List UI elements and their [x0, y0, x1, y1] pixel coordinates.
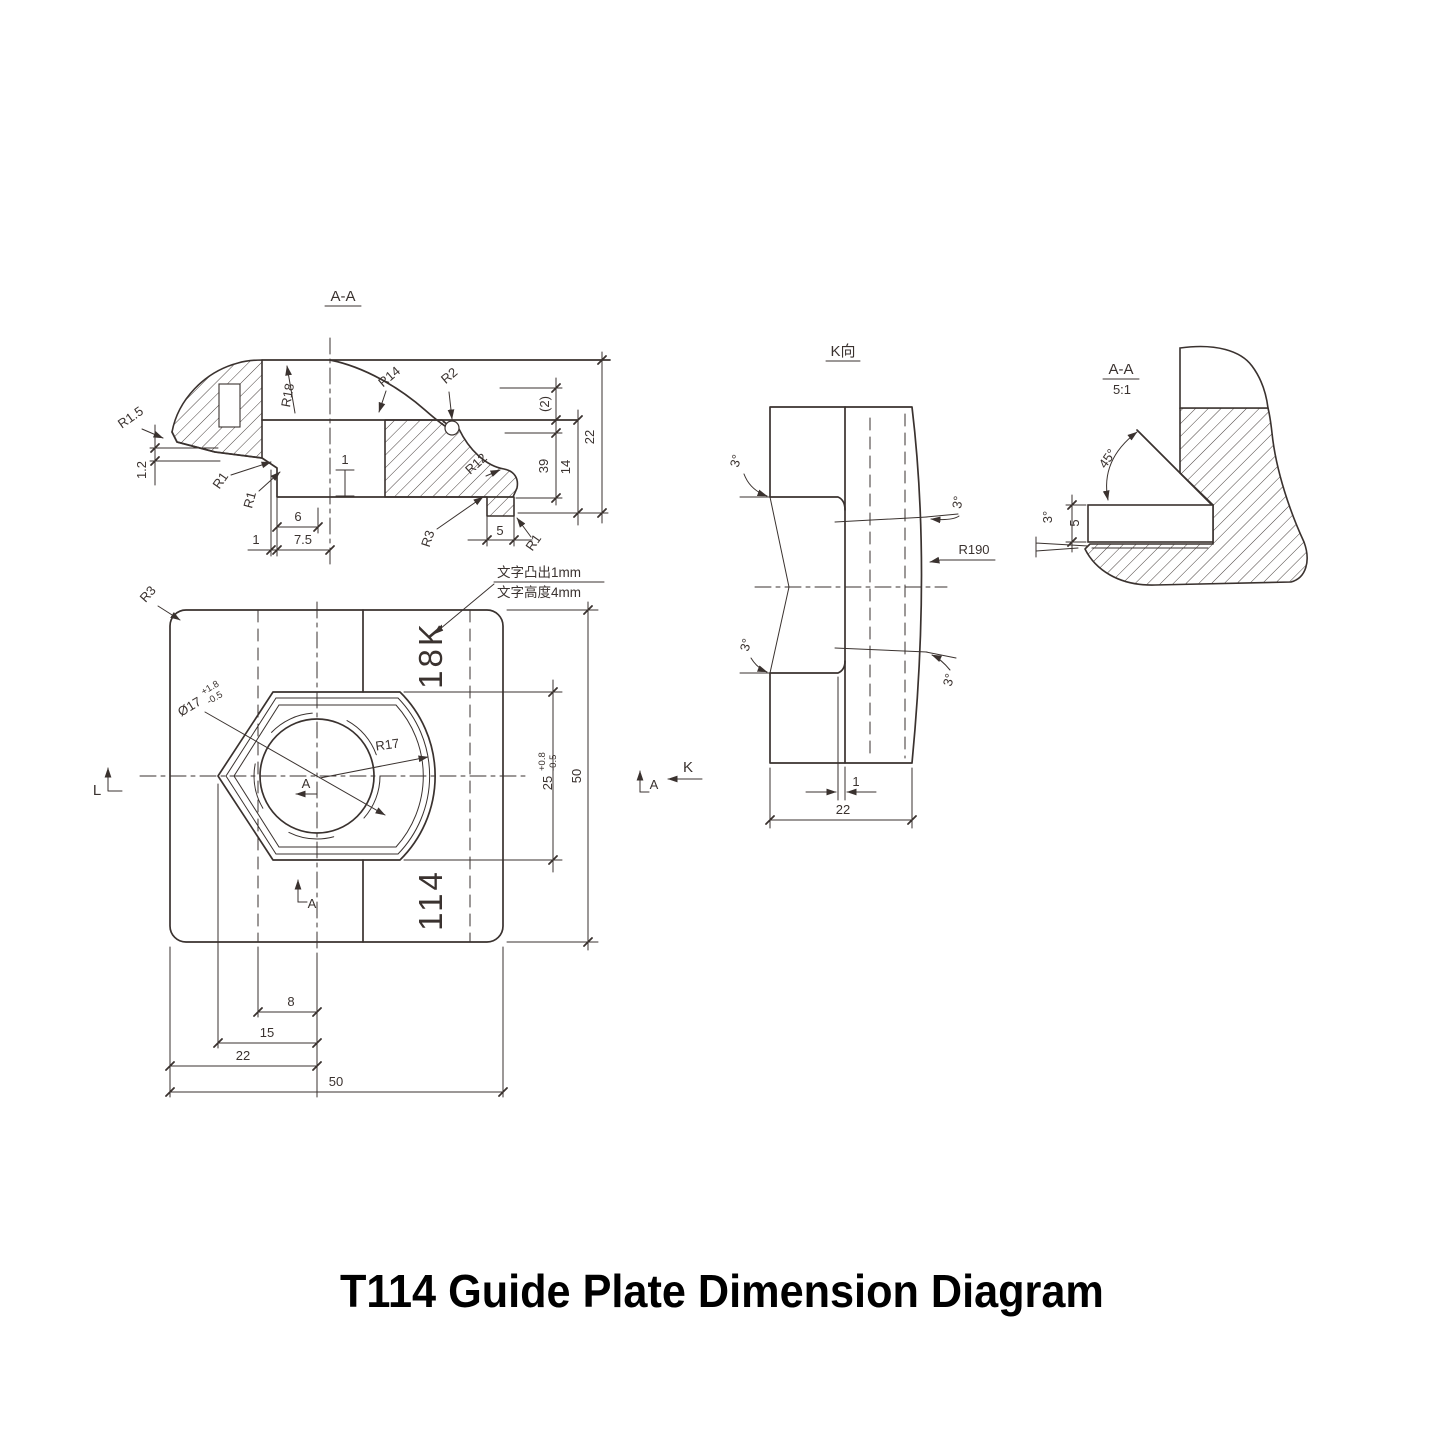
- section-foot: [486, 496, 515, 517]
- radius-label: R2: [438, 364, 460, 386]
- radius-label: R14: [375, 363, 403, 390]
- radius-label: R3: [418, 528, 437, 548]
- diameter-label: Ø17 +1.8 -0.5: [175, 679, 225, 720]
- dim-label: 1: [252, 532, 259, 547]
- detail-scale: 5:1: [1113, 382, 1131, 397]
- dim-label: 8: [287, 994, 294, 1009]
- dim-label: 5: [496, 523, 503, 538]
- dim-label: 1.2: [134, 461, 149, 479]
- angle-label: 3°: [737, 637, 755, 653]
- section-mark-a: A: [308, 896, 317, 911]
- svg-text:+0.8: +0.8: [537, 752, 548, 771]
- angle-label: 3°: [1040, 511, 1055, 523]
- dim-label: 7.5: [294, 532, 312, 547]
- plan-view: R17 Ø17 +1.8 -0.5 R3 文字凸出1mm 文字高度4mm 18K…: [93, 565, 703, 1098]
- hex-socket: [217, 691, 436, 861]
- angle-label: 3°: [727, 453, 745, 469]
- section-mark-a: A: [302, 776, 311, 791]
- view-mark-k: K: [683, 759, 693, 776]
- svg-text:-0.5: -0.5: [548, 755, 559, 771]
- view-mark-l: L: [93, 782, 101, 799]
- angle-label: 3°: [949, 495, 966, 510]
- radius-label: R1.5: [115, 403, 146, 431]
- bolt-hole: [259, 718, 375, 834]
- dim-label: 39: [536, 459, 551, 473]
- casting-note-line2: 文字高度4mm: [497, 584, 581, 600]
- detail-title: A-A: [1108, 361, 1133, 378]
- dim-label: 22: [582, 430, 597, 444]
- detail-aa-view: A-A 5:1 45° 5 3°: [1035, 345, 1308, 586]
- dim-25-tol: 25 +0.8 -0.5: [537, 752, 559, 790]
- radius-label: R1: [209, 469, 231, 491]
- svg-text:25: 25: [540, 776, 555, 790]
- detail-body: [1084, 407, 1308, 586]
- angle-label: 3°: [940, 672, 958, 688]
- dim-label: (2): [537, 396, 552, 412]
- dim-label: 22: [236, 1048, 250, 1063]
- section-aa-view: A-A 1.2 R1.5 R1 R1 R18 R14 R2: [115, 288, 611, 566]
- r2-groove: [444, 420, 460, 436]
- dim-label: 14: [558, 460, 573, 474]
- section-left-hump: [171, 359, 263, 459]
- dim-label: 22: [836, 802, 850, 817]
- radius-label: R190: [958, 542, 989, 557]
- section-mark-a: A: [650, 777, 659, 792]
- dim-label: 15: [260, 1025, 274, 1040]
- detail-cap: [1179, 345, 1269, 409]
- radius-label: R1: [522, 531, 544, 553]
- detail-tongue: [1087, 504, 1214, 543]
- radius-label: R18: [278, 382, 297, 408]
- dim-label: 50: [329, 1074, 343, 1089]
- dim-label: 6: [294, 509, 301, 524]
- cast-text-114: 114: [412, 869, 449, 931]
- cast-text-18k: 18K: [412, 621, 449, 689]
- radius-label: R1: [240, 490, 259, 510]
- casting-note-line1: 文字凸出1mm: [497, 565, 581, 580]
- angle-label: 45°: [1096, 446, 1120, 471]
- section-aa-title: A-A: [330, 288, 355, 305]
- dim-label: 5: [1067, 519, 1082, 526]
- diagram-title: T114 Guide Plate Dimension Diagram: [340, 1267, 1104, 1317]
- radius-label: R17: [375, 735, 401, 753]
- k-view: K向 3° 3° 3° 3° R190 1 22: [727, 343, 996, 829]
- dim-label: 1: [341, 452, 348, 467]
- dim-label: 1: [852, 774, 859, 789]
- svg-text:Ø17: Ø17: [175, 694, 204, 720]
- dim-label: 50: [569, 769, 584, 783]
- k-view-title: K向: [830, 343, 855, 360]
- radius-label: R3: [137, 583, 159, 605]
